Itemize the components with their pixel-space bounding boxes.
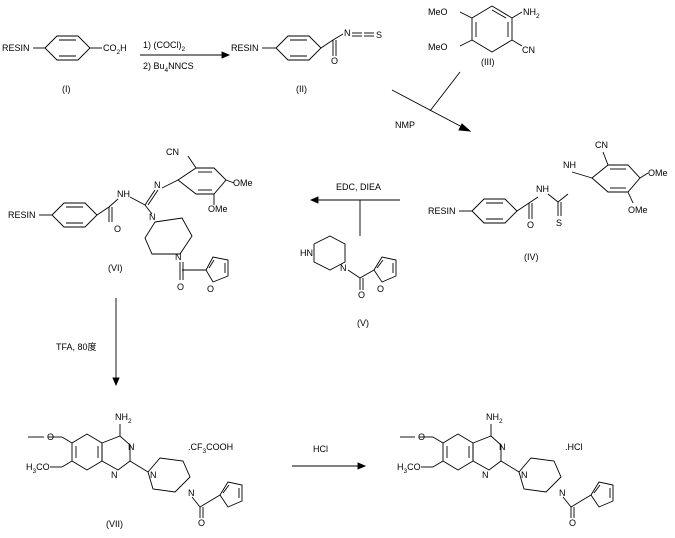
compound-label: (VII) — [106, 519, 123, 529]
furan-oxygen: O — [207, 284, 214, 294]
compound-label: (I) — [62, 84, 71, 94]
compound-label: (V) — [357, 318, 369, 328]
compound-VI: RESIN O NH N CN OMe OMe N N O — [8, 147, 253, 294]
compound-II: RESIN O N S (II) — [231, 28, 382, 94]
piperazine-n: N — [175, 252, 182, 262]
reagent-1: 1) (COCl)2 — [143, 40, 186, 53]
salt: .CF3COOH — [188, 442, 233, 455]
reagent-label: NMP — [395, 120, 415, 130]
nitrile: CN — [166, 147, 179, 157]
piperazine-n: N — [521, 470, 528, 480]
nitrogen: N — [111, 470, 118, 480]
amide-nh: NH — [117, 189, 130, 199]
methoxy: H3CO — [26, 462, 50, 475]
resin-label: RESIN — [231, 43, 259, 53]
furan-oxygen: O — [377, 284, 384, 294]
compound-III: MeO MeO NH2 CN (III) — [428, 5, 540, 67]
nitrogen: N — [340, 263, 347, 273]
nitrogen: N — [128, 442, 135, 452]
methoxy: OMe — [233, 178, 253, 188]
reagent-label: EDC, DIEA — [336, 182, 381, 192]
methoxy: MeO — [428, 42, 448, 52]
acid-group: CO2H — [103, 43, 127, 56]
amine: HN — [300, 248, 313, 258]
piperazine-n: N — [559, 488, 566, 498]
resin-label: RESIN — [428, 206, 456, 216]
resin-label: RESIN — [8, 210, 36, 220]
compound-VII: NH2 N N O H3CO N N O .CF3COOH (VII) — [26, 412, 243, 529]
arrow-step-4: TFA, 80度 — [56, 298, 120, 387]
thiourea-nh: NH — [563, 160, 576, 170]
compound-V: HN N O O (V) — [300, 235, 397, 328]
oxygen: O — [331, 56, 338, 66]
methoxy: OMe — [628, 205, 648, 215]
piperazine-n: N — [150, 470, 157, 480]
amide-nh: NH — [536, 184, 549, 194]
amine: NH2 — [115, 412, 132, 425]
oxygen: O — [418, 432, 425, 442]
arrow-step-3: EDC, DIEA — [309, 182, 400, 236]
nitrile: CN — [522, 45, 535, 55]
sulfur: S — [376, 30, 382, 40]
arrow-step-2: NMP — [391, 71, 472, 132]
oxygen: O — [47, 432, 54, 442]
amine: NH2 — [486, 412, 503, 425]
compound-label: (II) — [296, 84, 307, 94]
oxygen: O — [358, 290, 365, 300]
oxygen: O — [198, 518, 205, 528]
nitrogen: N — [499, 442, 506, 452]
piperazine-n: N — [149, 212, 156, 222]
nitrogen: N — [482, 470, 489, 480]
sulfur: S — [556, 218, 562, 228]
oxygen: O — [114, 224, 121, 234]
resin-label: RESIN — [2, 43, 30, 53]
oxygen: O — [177, 282, 184, 292]
arrow-step-5: HCl — [292, 444, 367, 470]
imine-n: N — [154, 180, 161, 190]
reagent-label: TFA, 80度 — [56, 341, 97, 352]
piperazine-n: N — [188, 488, 195, 498]
salt: .HCl — [565, 442, 583, 452]
nitrogen: N — [344, 28, 351, 38]
oxygen: O — [569, 518, 576, 528]
arrow-step-1: 1) (COCl)2 2) Bu4NNCS — [140, 40, 231, 74]
compound-final: NH2 N N O H3CO N N O .HCl — [397, 412, 614, 528]
compound-label: (IV) — [524, 252, 539, 262]
methoxy: OMe — [648, 168, 668, 178]
amine: NH2 — [523, 7, 540, 20]
nitrile: CN — [595, 140, 608, 150]
compound-label: (VI) — [108, 263, 123, 273]
compound-label: (III) — [481, 57, 495, 67]
methoxy: H3CO — [397, 462, 421, 475]
oxygen: O — [527, 220, 534, 230]
compound-IV: RESIN O NH S NH CN OMe OMe (IV) — [428, 140, 668, 262]
methoxy: OMe — [208, 204, 228, 214]
reagent-label: HCl — [313, 444, 328, 454]
methoxy: MeO — [428, 7, 448, 17]
reagent-2: 2) Bu4NNCS — [143, 61, 194, 74]
compound-I: RESIN CO2H (I) — [2, 35, 127, 94]
